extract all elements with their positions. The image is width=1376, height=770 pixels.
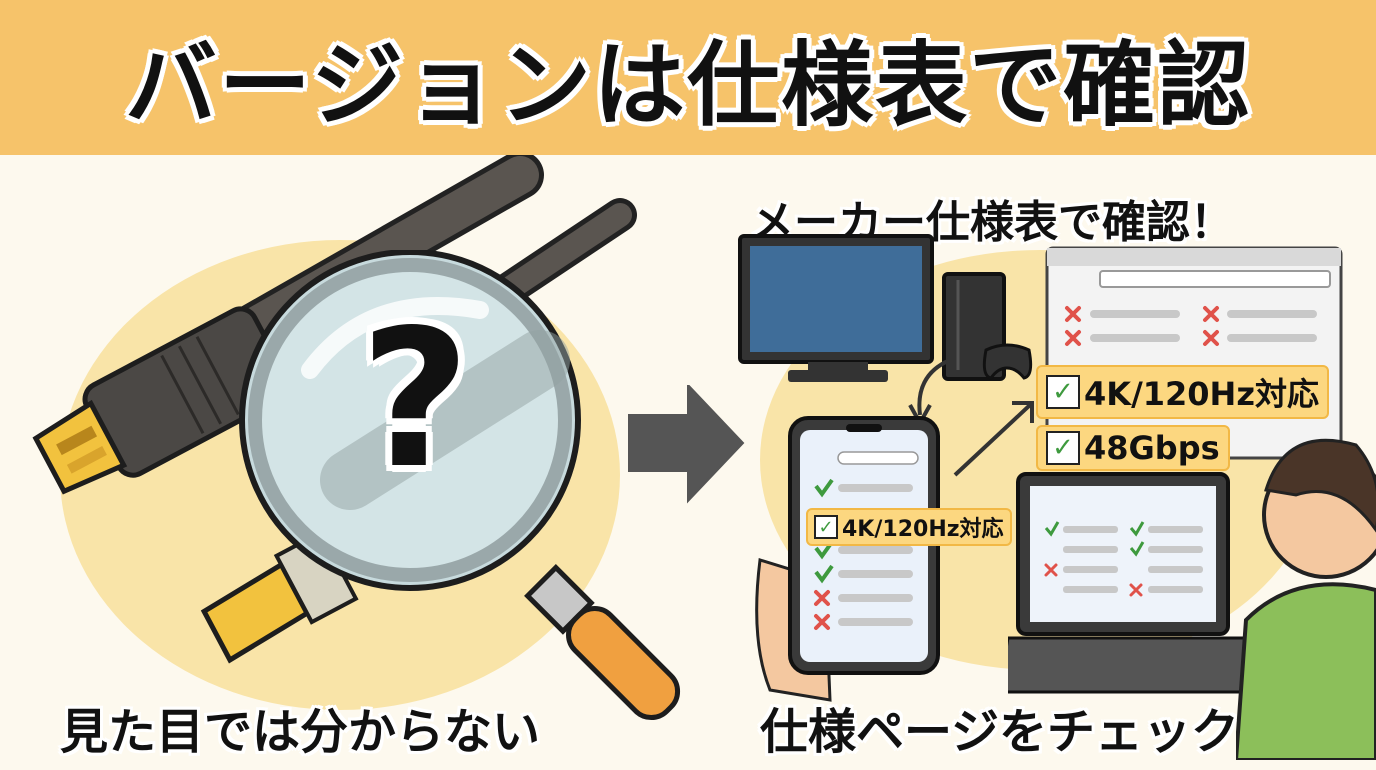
right-caption: 仕様ページをチェック [760,704,1240,760]
spec-tag-4k: ✓ 4K/120Hz対応 [1036,365,1329,419]
arrow-right-icon [628,385,745,504]
pointer-arrow-icon [953,401,1034,477]
left-caption: 見た目では分からない [60,704,541,760]
check-icon: ✓ [1046,375,1080,409]
tv-icon [738,234,934,382]
magnifying-glass-icon [239,250,681,721]
spec-tag-label: 4K/120Hz対応 [1084,375,1319,413]
title-banner [0,0,1376,155]
phone-spec-tag: ✓ 4K/120Hz対応 [806,508,1012,546]
person-icon [1236,438,1376,760]
smartphone-icon [755,416,940,702]
spec-tag-bandwidth: ✓ 48Gbps [1036,425,1230,471]
check-icon: ✓ [1046,431,1080,465]
phone-spec-tag-label: 4K/120Hz対応 [842,517,1004,542]
page-title: バージョンは仕様表で確認 [124,32,1252,139]
controller-icon [982,343,1033,380]
laptop-icon [1008,472,1268,694]
check-icon: ✓ [814,515,838,539]
question-mark-icon: ? [360,289,471,510]
spec-tag-label: 48Gbps [1084,429,1220,467]
